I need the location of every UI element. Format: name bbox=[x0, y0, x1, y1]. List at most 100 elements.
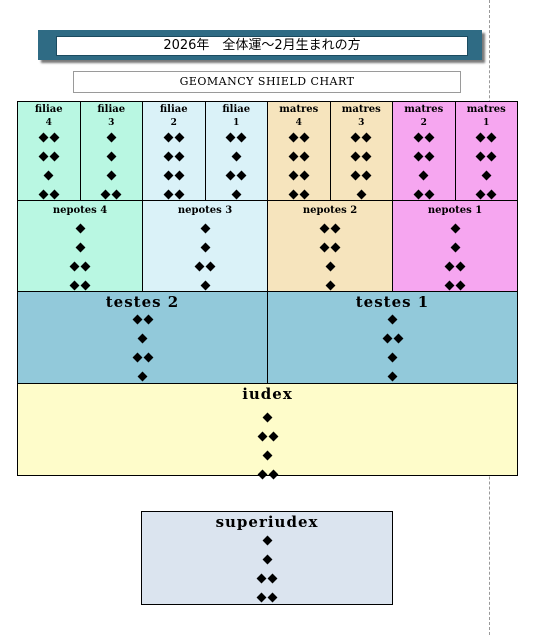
house-number: 4 bbox=[295, 118, 302, 128]
point-icon bbox=[413, 132, 424, 143]
point-icon bbox=[486, 189, 497, 200]
figure-row bbox=[331, 145, 393, 164]
figure-row bbox=[143, 164, 205, 183]
point-icon bbox=[225, 170, 236, 181]
figure-row bbox=[393, 236, 517, 255]
figure-label: iudex bbox=[242, 385, 293, 403]
geomantic-figure bbox=[18, 126, 80, 202]
geomantic-figure bbox=[143, 217, 267, 293]
figure-label: nepotes 4 bbox=[52, 205, 108, 216]
figure-label: filiae bbox=[97, 104, 126, 115]
figure-row bbox=[456, 164, 518, 183]
point-icon bbox=[444, 280, 455, 291]
point-icon bbox=[200, 223, 210, 234]
figure-row bbox=[81, 145, 143, 164]
geomantic-figure bbox=[18, 406, 517, 482]
point-icon bbox=[69, 261, 80, 272]
point-icon bbox=[132, 352, 142, 363]
point-icon bbox=[424, 132, 435, 143]
geomantic-figure bbox=[393, 217, 517, 293]
figure-row bbox=[268, 236, 392, 255]
geomantic-figure bbox=[393, 126, 455, 202]
point-icon bbox=[43, 170, 54, 181]
point-icon bbox=[268, 469, 278, 480]
figure-label: testes 2 bbox=[105, 293, 180, 311]
figure-label: matres bbox=[341, 104, 381, 115]
point-icon bbox=[387, 314, 398, 325]
point-icon bbox=[350, 132, 361, 143]
point-icon bbox=[231, 189, 242, 200]
point-icon bbox=[143, 352, 153, 363]
figure-row bbox=[142, 548, 392, 567]
figure-label: filiae bbox=[222, 104, 251, 115]
point-icon bbox=[475, 151, 486, 162]
geomantic-figure bbox=[456, 126, 518, 202]
point-icon bbox=[382, 333, 392, 344]
page-title: 2026年 全体運～2月生まれの方 bbox=[56, 36, 468, 56]
point-icon bbox=[330, 242, 341, 253]
point-icon bbox=[267, 592, 278, 603]
point-icon bbox=[137, 371, 148, 382]
point-icon bbox=[106, 132, 117, 143]
figure-row bbox=[18, 308, 267, 327]
figure-row bbox=[456, 145, 518, 164]
house-number: 1 bbox=[233, 118, 240, 128]
title-banner: 2026年 全体運～2月生まれの方 bbox=[38, 30, 482, 60]
point-icon bbox=[486, 132, 497, 143]
point-icon bbox=[106, 151, 117, 162]
point-icon bbox=[236, 170, 247, 181]
figure-label: matres bbox=[404, 104, 444, 115]
geomantic-figure bbox=[331, 126, 393, 202]
nepotes-cell: nepotes 2 bbox=[267, 200, 393, 292]
point-icon bbox=[262, 554, 272, 565]
figure-row bbox=[393, 145, 455, 164]
figure-row bbox=[18, 444, 517, 463]
figure-row bbox=[18, 327, 267, 346]
point-icon bbox=[267, 573, 278, 584]
iudex-cell: iudex bbox=[17, 383, 518, 480]
figure-row bbox=[393, 255, 517, 274]
house-number: 2 bbox=[420, 118, 427, 128]
point-icon bbox=[288, 189, 299, 200]
figure-row bbox=[143, 236, 267, 255]
geomantic-figure bbox=[142, 529, 392, 605]
point-icon bbox=[299, 151, 310, 162]
point-icon bbox=[418, 170, 429, 181]
point-icon bbox=[387, 371, 398, 382]
figure-label: matres bbox=[279, 104, 319, 115]
point-icon bbox=[361, 170, 372, 181]
point-icon bbox=[256, 592, 267, 603]
figure-label: nepotes 3 bbox=[177, 205, 233, 216]
figure-row bbox=[143, 126, 205, 145]
point-icon bbox=[330, 223, 341, 234]
figure-row bbox=[18, 217, 142, 236]
figure-row bbox=[18, 255, 142, 274]
point-icon bbox=[174, 170, 185, 181]
point-icon bbox=[475, 132, 486, 143]
point-icon bbox=[486, 151, 497, 162]
figure-row bbox=[456, 126, 518, 145]
point-icon bbox=[38, 151, 49, 162]
point-icon bbox=[481, 170, 492, 181]
figure-row bbox=[142, 529, 392, 548]
point-icon bbox=[174, 189, 185, 200]
figure-row bbox=[18, 145, 80, 164]
figure-row bbox=[268, 126, 330, 145]
point-icon bbox=[200, 242, 210, 253]
figure-row bbox=[206, 164, 268, 183]
testes-cell: testes 1 bbox=[267, 291, 518, 384]
point-icon bbox=[137, 333, 148, 344]
point-icon bbox=[80, 261, 91, 272]
point-icon bbox=[268, 431, 278, 442]
point-icon bbox=[80, 280, 91, 291]
point-icon bbox=[361, 151, 372, 162]
point-icon bbox=[38, 189, 49, 200]
point-icon bbox=[200, 280, 210, 291]
geomantic-figure bbox=[268, 126, 330, 202]
figure-row bbox=[18, 236, 142, 255]
figure-row bbox=[268, 327, 517, 346]
testes-cell: testes 2 bbox=[17, 291, 268, 384]
